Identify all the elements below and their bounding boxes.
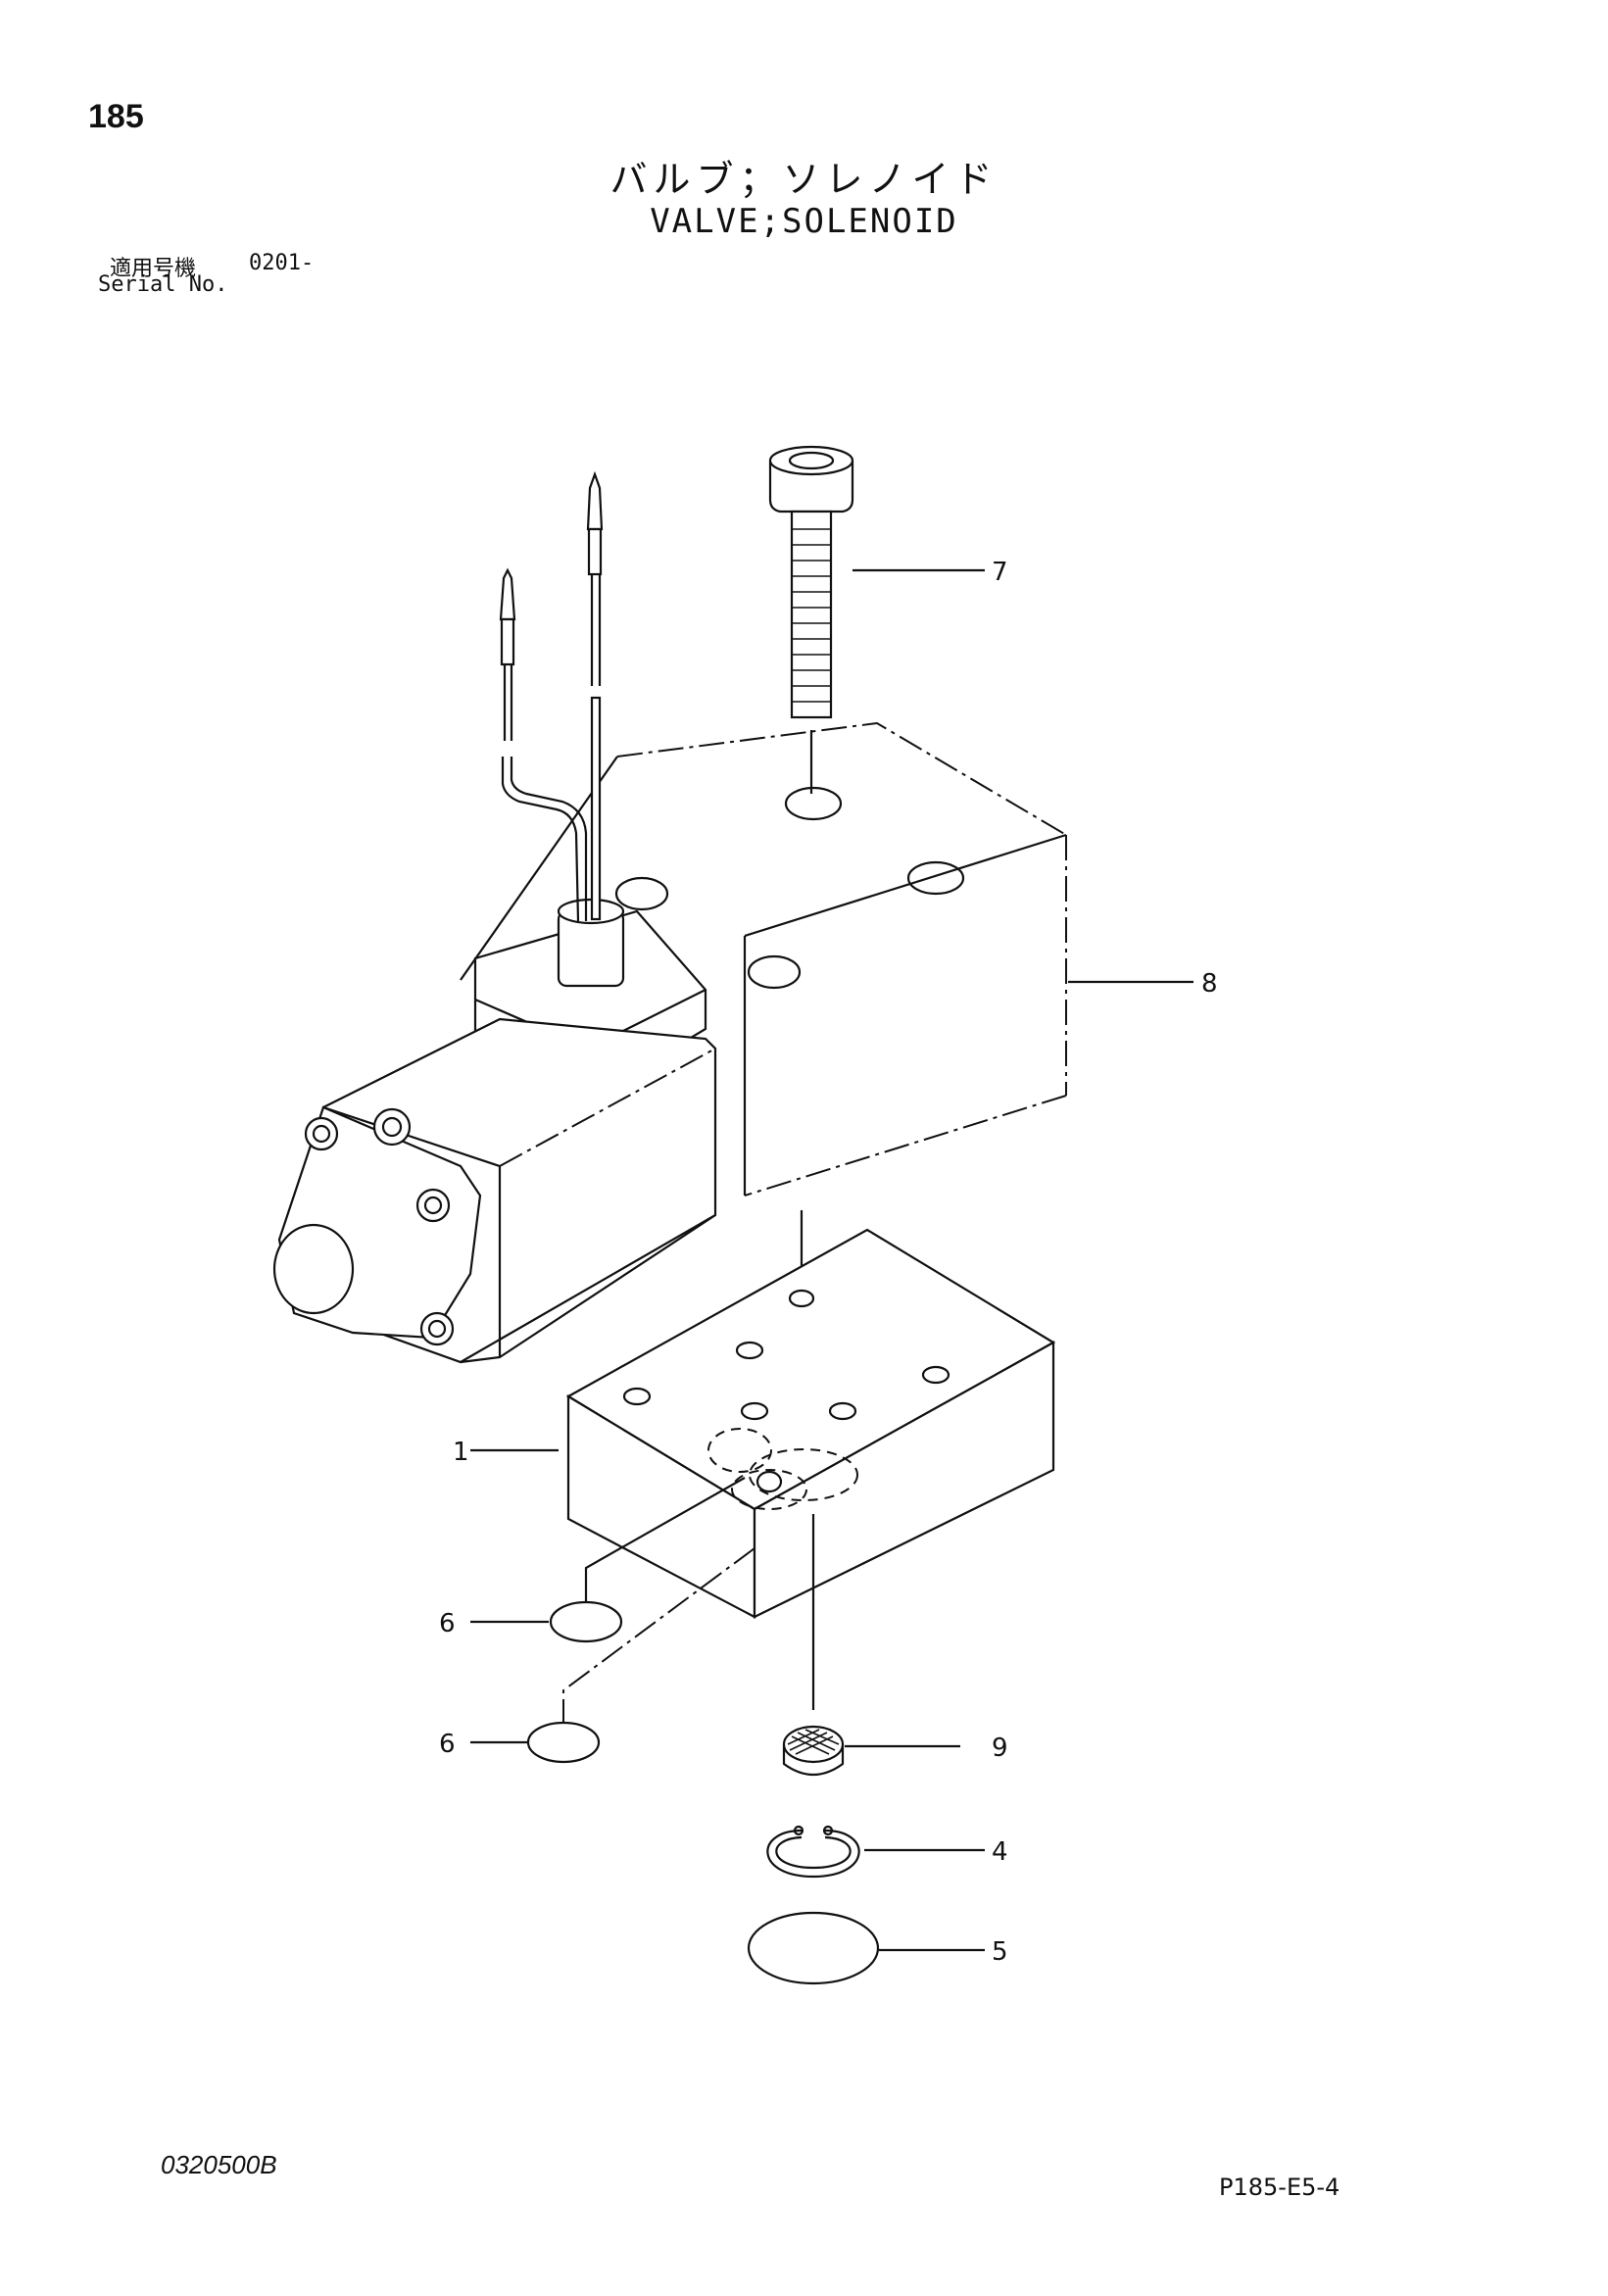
- sub-plate: [565, 1228, 1056, 1619]
- leader-lines: [470, 568, 1194, 1952]
- callout-9: 9: [992, 1734, 1008, 1763]
- serial-label-japanese: 適用号機: [110, 257, 197, 281]
- callout-6-upper: 6: [439, 1609, 456, 1638]
- callout-8: 8: [1201, 969, 1218, 999]
- solenoid-coil: [272, 898, 717, 1364]
- serial-range: 0201-: [249, 251, 315, 275]
- o-ring-upper: [549, 1477, 746, 1643]
- o-ring-lower: [526, 1547, 755, 1764]
- page-reference: P185-E5-4: [1219, 2174, 1340, 2201]
- page-title-japanese: バルブ；ソレノイド: [609, 158, 999, 201]
- page-number: 185: [88, 98, 144, 135]
- page-title-english: VALVE;SOLENOID: [650, 202, 958, 241]
- callout-6-lower: 6: [439, 1730, 456, 1759]
- serial-label-english: Serial No.: [98, 272, 228, 297]
- snap-ring: [766, 1825, 860, 1879]
- callout-1: 1: [453, 1438, 469, 1467]
- callout-4: 4: [992, 1837, 1008, 1867]
- drawing-code: 0320500B: [161, 2150, 277, 2179]
- plug-disc: [747, 1911, 880, 1985]
- lead-wires: [499, 470, 604, 922]
- callout-7: 7: [992, 558, 1008, 587]
- socket-head-bolt: [768, 445, 854, 794]
- valve-body-block: [460, 721, 1067, 1197]
- callout-5: 5: [992, 1937, 1008, 1967]
- filter-screen: [782, 1725, 845, 1776]
